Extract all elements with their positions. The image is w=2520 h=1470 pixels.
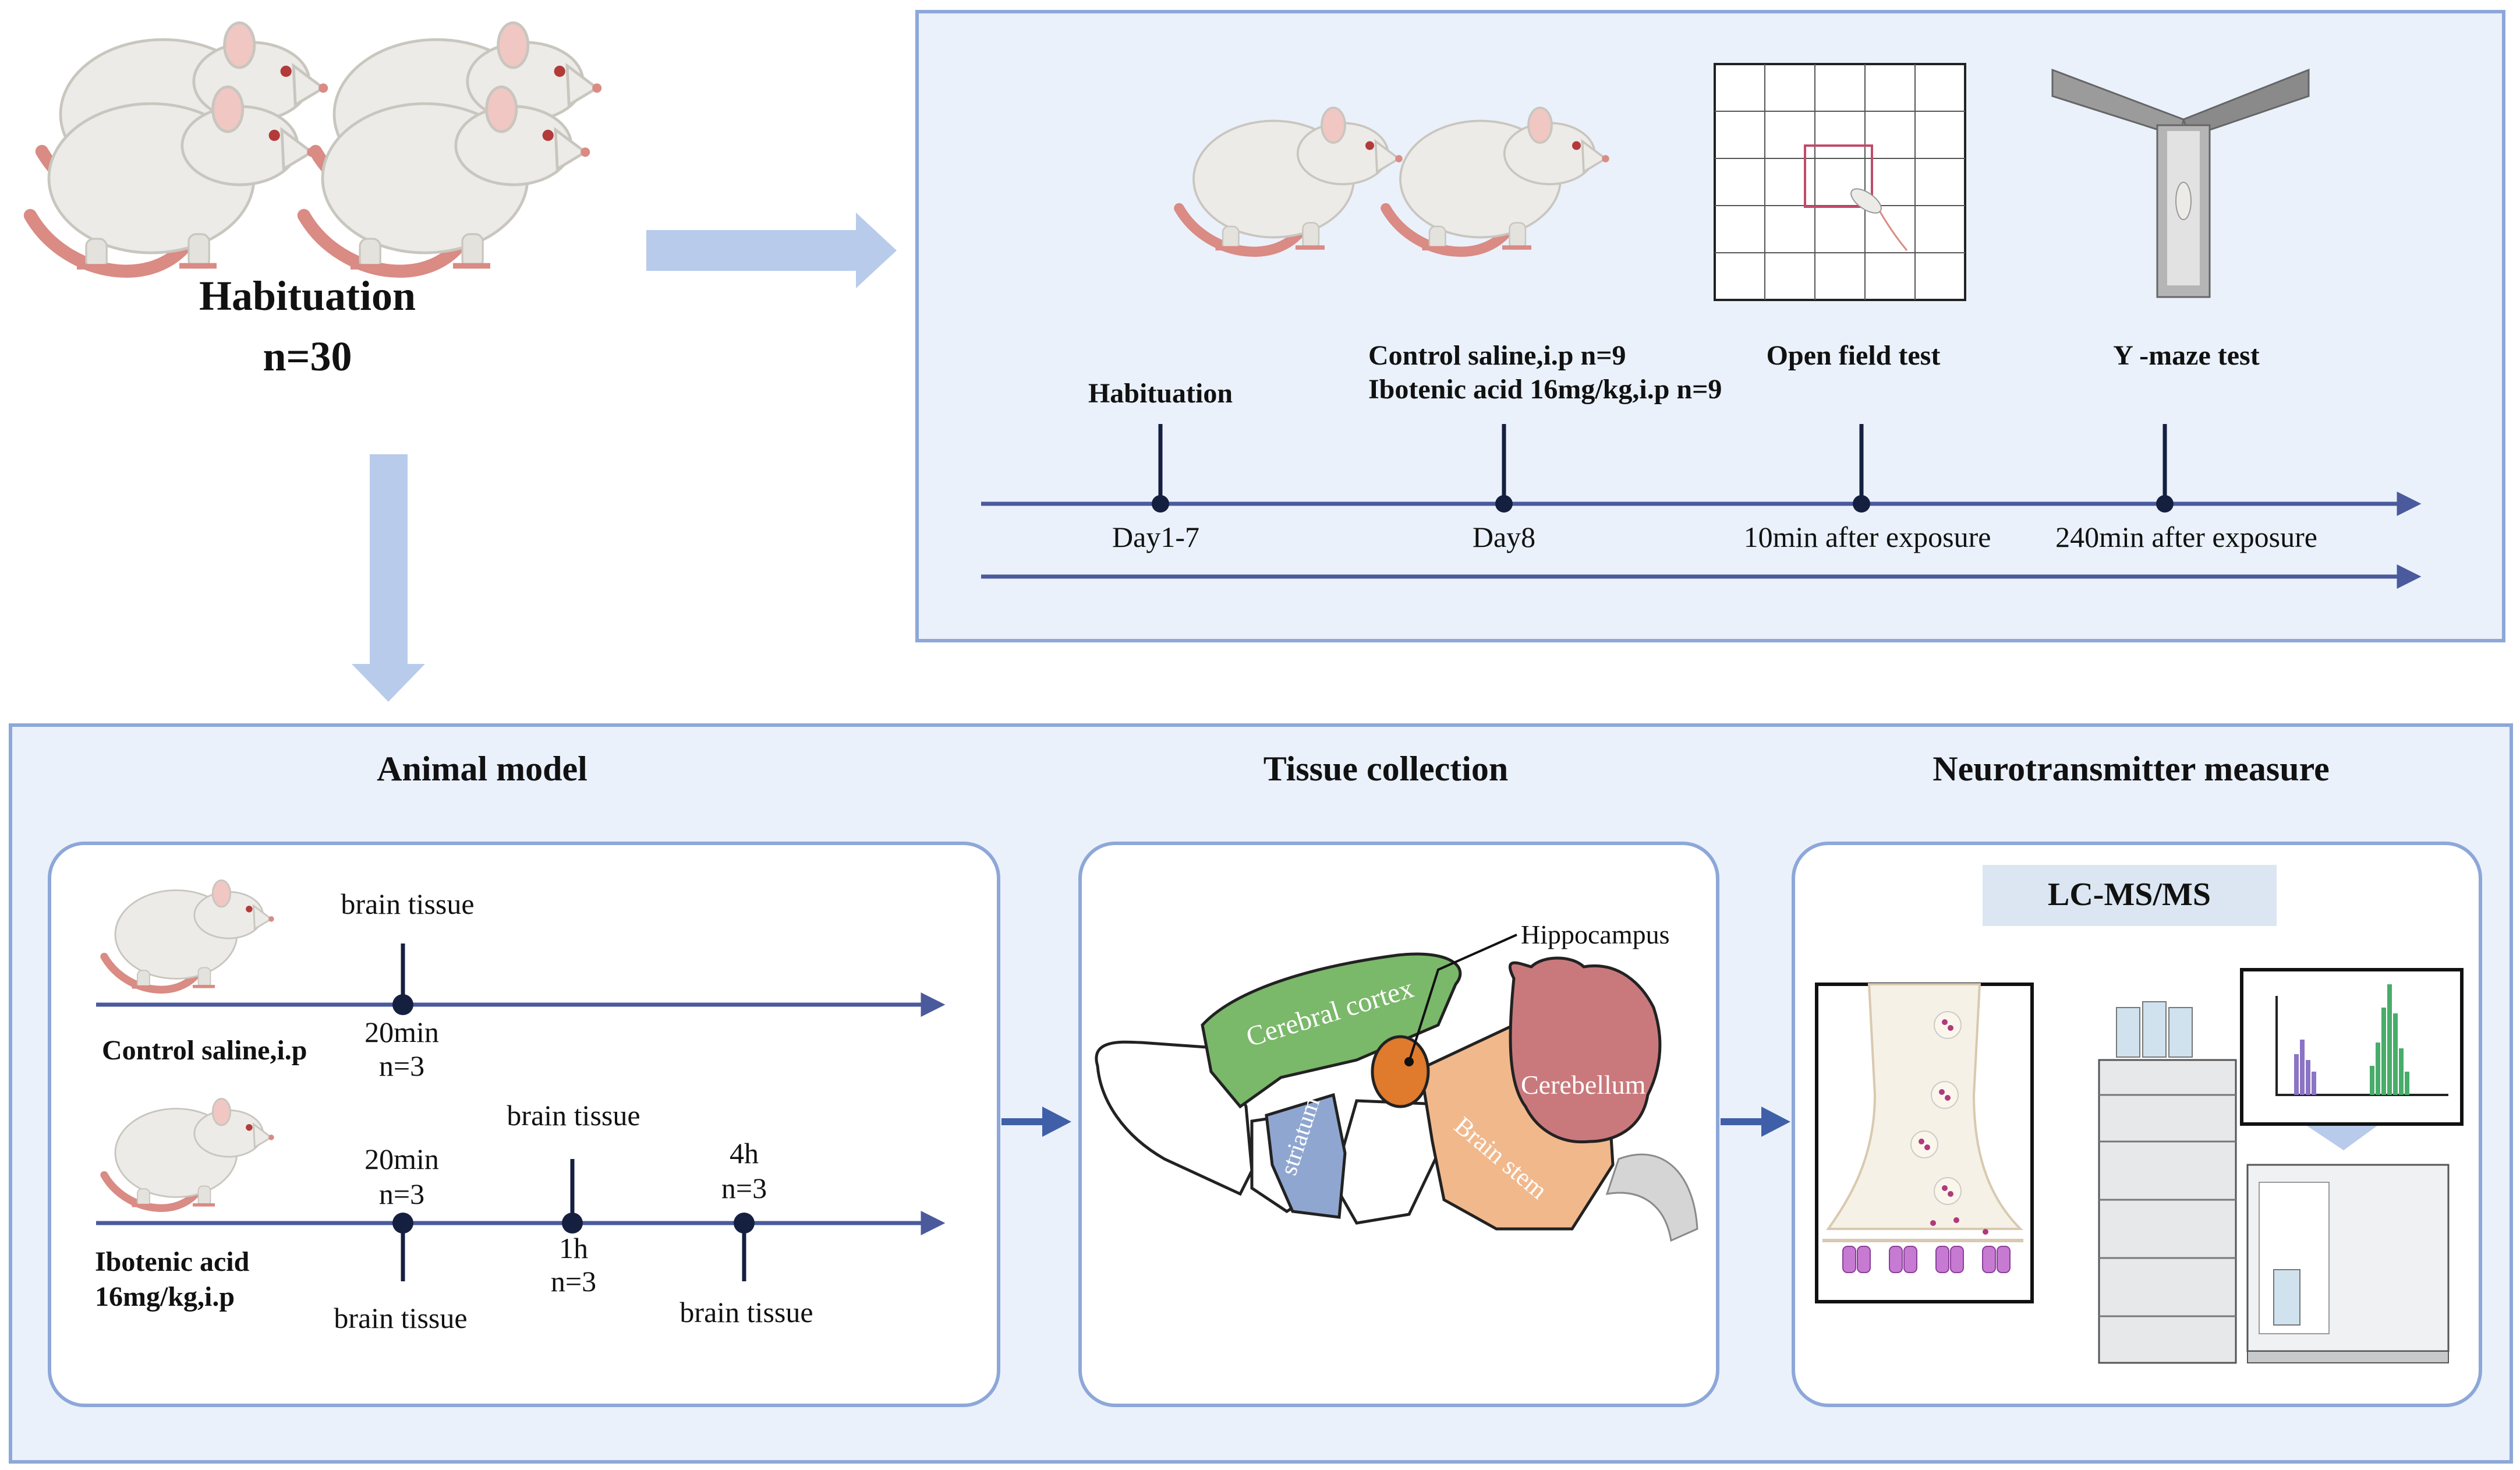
section-tissue-collection: Tissue collection [1263,750,1509,788]
habituation-title: Habituation [199,273,416,319]
control-n: n=3 [378,1050,425,1082]
timeline-day1-7: Day1-7 [1112,521,1199,553]
timeline-10min: 10min after exposure [1743,521,1991,553]
synapse-icon [1815,983,2034,1303]
ibotenic-1h-time: 1h [559,1232,588,1264]
timeline-label-open-field: Open field test [1766,340,1941,371]
lcms-badge [1983,865,2277,926]
ibotenic-1h-brain-tissue: brain tissue [507,1099,640,1132]
arrow-right [646,213,897,288]
timeline-day8: Day8 [1472,521,1536,553]
habituation-n: n=30 [263,333,352,380]
ibotenic-group-label-2: 16mg/kg,i.p [95,1281,235,1312]
ibotenic-4h-n: n=3 [721,1172,767,1204]
brain-icon [1095,934,1698,1242]
ibotenic-1h-n: n=3 [550,1265,597,1298]
ibotenic-20min-n: n=3 [378,1178,425,1210]
ibotenic-group-label-1: Ibotenic acid [95,1246,250,1277]
label-hippocampus: Hippocampus [1521,920,1670,949]
timeline-label-y-maze: Y -maze test [2113,340,2260,371]
control-brain-tissue: brain tissue [341,888,475,920]
ibotenic-20min-time: 20min [364,1143,439,1175]
arrow-down [352,454,425,702]
control-group-label: Control saline,i.p [102,1035,307,1066]
top-timeline [981,424,2422,589]
timeline-label-habituation: Habituation [1088,378,1233,409]
lcms-label: LC-MS/MS [2048,877,2211,913]
timeline-label-control: Control saline,i.p n=9 [1368,340,1626,371]
label-cerebellum: Cerebellum [1521,1070,1646,1100]
y-maze-icon [2051,68,2310,298]
chromatogram-icon [2240,968,2464,1126]
animal-timelines [96,944,946,1281]
timeline-240min: 240min after exposure [2055,521,2317,553]
ibotenic-4h-brain-tissue: brain tissue [679,1296,813,1328]
ibotenic-20min-brain-tissue: brain tissue [334,1302,468,1334]
lc-ms-instrument-icon [2098,1001,2450,1364]
control-time: 20min [364,1016,439,1048]
section-animal-model: Animal model [377,750,587,788]
ibotenic-4h-time: 4h [730,1137,759,1169]
rat-icon [30,23,601,271]
animal-model-box [48,842,1000,1407]
timeline-label-ibotenic: Ibotenic acid 16mg/kg,i.p n=9 [1368,374,1722,405]
open-field-icon [1714,63,1966,301]
section-neurotransmitter: Neurotransmitter measure [1933,750,2330,788]
